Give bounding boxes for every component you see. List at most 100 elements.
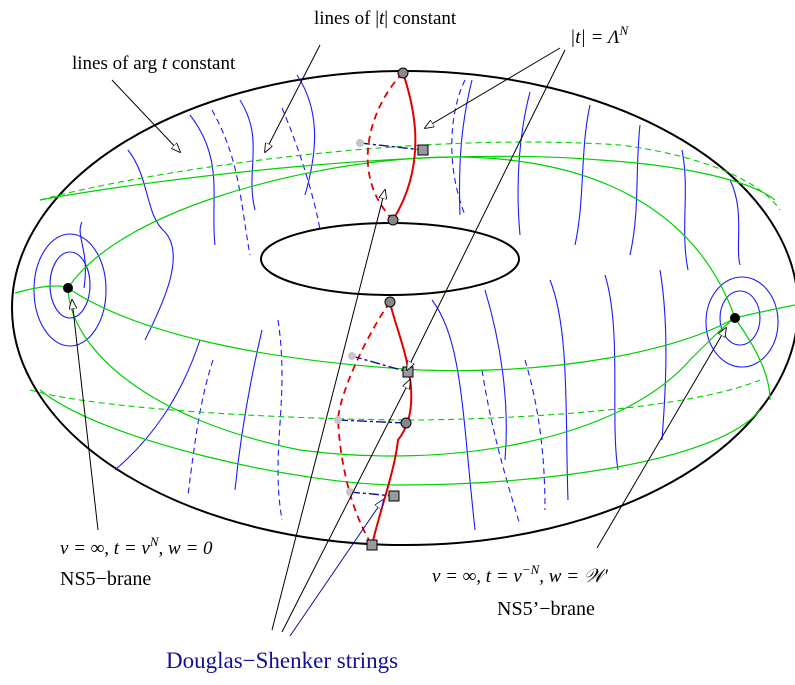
label-abs-t-equals: |t| = ΛN (570, 24, 628, 49)
arg-t-var: t (161, 53, 168, 74)
arg-line (681, 149, 689, 271)
string-start-point (334, 416, 342, 424)
arg-line-hidden (187, 359, 214, 496)
arg-line (234, 329, 263, 491)
arg-line-hidden (451, 79, 466, 216)
arg-line (517, 91, 531, 236)
arg-line-hidden (524, 359, 546, 511)
leader-abs-t-equals-2 (407, 49, 566, 370)
arg-line (189, 114, 216, 246)
leader-arg-t (111, 79, 180, 152)
abs-line (14, 285, 69, 294)
abs-t-prefix: lines of | (314, 8, 380, 29)
string-segment (349, 491, 395, 497)
arg-line (729, 179, 741, 266)
arg-t-prefix: lines of arg (72, 53, 158, 74)
arg-t-constant-lines (79, 74, 741, 531)
circle-marker (387, 214, 399, 226)
arg-line (431, 299, 476, 531)
string-segments (337, 142, 424, 497)
leader-strings-2 (281, 380, 410, 633)
arg-line-hidden (481, 369, 521, 526)
abs-line (67, 287, 736, 457)
abs-line (39, 155, 776, 201)
string-start-point (356, 139, 364, 147)
ns5prime-brane-point (730, 313, 740, 323)
string-segment (337, 419, 407, 424)
ns5-brane-point (63, 283, 73, 293)
arg-line (296, 74, 316, 196)
ns5prime-condition-sup: −N (521, 562, 540, 577)
abs-line-hidden (39, 141, 781, 211)
arg-line (604, 274, 619, 471)
string-start-point (348, 352, 356, 360)
circle-markers (384, 67, 412, 429)
abs-line (734, 317, 771, 401)
arg-line (629, 124, 641, 256)
leader-strings-1 (271, 190, 385, 631)
arg-line (239, 99, 256, 211)
arg-line (484, 289, 507, 461)
label-ns5prime-condition: v = ∞, t = v−N, w = 𝒲′ (432, 563, 608, 588)
ns5-condition-pre: v = ∞, t = v (60, 538, 150, 559)
square-marker (388, 490, 400, 502)
ns5-condition-post: , w = 0 (158, 538, 213, 559)
arg-line-hidden (281, 107, 321, 231)
label-abs-t-constant: lines of |t| constant (314, 8, 456, 30)
square-markers (366, 144, 429, 551)
arg-line (549, 279, 569, 501)
arg-t-suffix: constant (171, 53, 236, 74)
abs-t-constant-lines (14, 155, 795, 486)
ns5prime-condition-post: , w = 𝒲′ (539, 566, 608, 587)
string-path (392, 72, 417, 221)
ns5-condition-sup: N (149, 534, 159, 549)
string-hidden-path (337, 301, 391, 546)
torus-inner-hole (260, 222, 520, 296)
circle-marker (397, 67, 409, 79)
ns5prime-circle (719, 290, 761, 346)
abs-line (39, 389, 761, 486)
label-ns5-brane: NS5−brane (60, 568, 152, 590)
arg-line-hidden (277, 319, 283, 521)
square-marker (366, 539, 378, 551)
arg-t-constant-hidden-lines (187, 79, 546, 526)
string-segment (351, 355, 409, 373)
string-segment (359, 142, 424, 151)
circle-marker (384, 296, 396, 308)
abs-t-suffix: | constant (384, 8, 457, 29)
arg-line (127, 149, 174, 341)
abs-t-var: t (379, 8, 385, 29)
ns5prime-condition-pre: v = ∞, t = v (432, 566, 522, 587)
square-marker (417, 144, 429, 156)
string-start-points (334, 139, 364, 496)
label-ns5-condition: v = ∞, t = vN, w = 0 (60, 535, 213, 560)
leader-ns5prime (596, 328, 726, 549)
ns5prime-circle (705, 276, 779, 368)
leader-strings-3 (289, 500, 383, 637)
ns5-circle (33, 233, 107, 347)
abs-line (734, 304, 795, 319)
leader-lines (72, 44, 726, 633)
ns5-circle (49, 251, 91, 319)
leader-abs-t-equals (425, 47, 561, 128)
circle-marker (400, 417, 412, 429)
label-douglas-shenker-strings: Douglas−Shenker strings (166, 648, 399, 673)
leader-abs-t (265, 44, 321, 152)
abs-line (67, 156, 736, 319)
arg-line (114, 339, 201, 471)
string-hidden-path (366, 72, 404, 221)
abs-line-hidden (29, 379, 761, 421)
arg-line (458, 79, 473, 216)
brane-circles (33, 233, 779, 368)
abs-t-equals-text: |t| = Λ (570, 27, 620, 48)
string-paths (371, 72, 417, 546)
label-arg-t-constant: lines of arg t constant (72, 53, 235, 75)
abs-t-equals-sup: N (619, 23, 629, 38)
leader-ns5 (72, 300, 99, 531)
arg-line (659, 269, 667, 441)
torus-outer-outline (11, 70, 795, 546)
string-hidden-paths (337, 72, 404, 546)
abs-line (67, 287, 736, 372)
label-ns5prime-brane: NS5’−brane (497, 598, 595, 620)
